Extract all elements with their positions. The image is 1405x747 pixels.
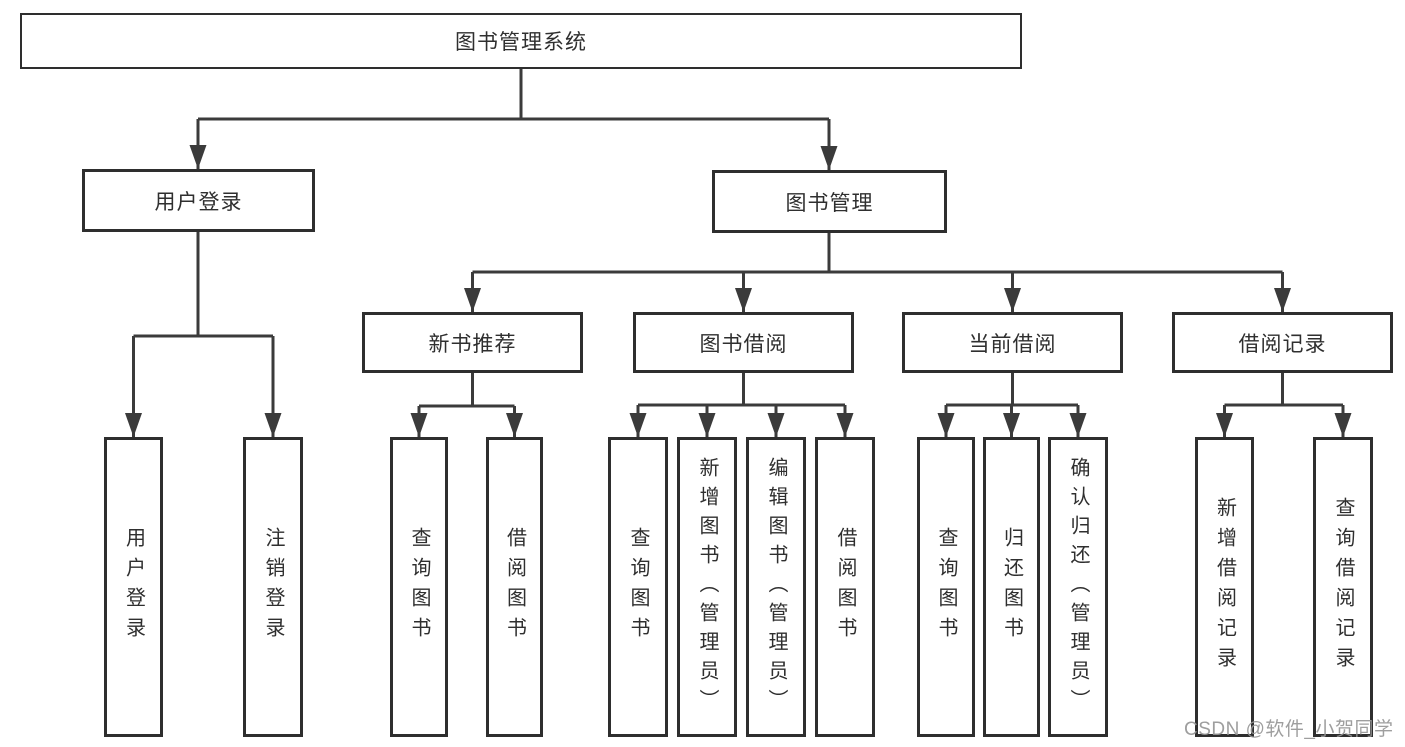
node-book-borrowing: 图书借阅 [633, 312, 854, 373]
arrowheads [125, 145, 1352, 437]
leaf-borrow-books-recommend: 借阅图书 [486, 437, 543, 737]
node-current-borrowing: 当前借阅 [902, 312, 1123, 373]
node-borrowing-records: 借阅记录 [1172, 312, 1393, 373]
node-new-book-recommendation: 新书推荐 [362, 312, 583, 373]
leaf-label: 查询图书 [627, 527, 649, 647]
leaf-user-login: 用户登录 [104, 437, 163, 737]
node-user-login: 用户登录 [82, 169, 315, 232]
node-label: 借阅记录 [1238, 332, 1327, 356]
leaf-label: 归还图书 [1000, 527, 1023, 647]
leaf-query-books-borrowing: 查询图书 [608, 437, 668, 737]
leaf-label: 借阅图书 [503, 527, 526, 647]
leaf-borrow-books-borrowing: 借阅图书 [815, 437, 875, 737]
leaf-query-borrow-record: 查询借阅记录 [1313, 437, 1373, 737]
leaf-edit-book-admin: 编辑图书（管理员） [746, 437, 806, 737]
node-label: 图书借阅 [699, 332, 788, 356]
leaf-label: 确认归还（管理员） [1067, 456, 1089, 718]
leaf-add-borrow-record: 新增借阅记录 [1195, 437, 1254, 737]
node-library-management-system: 图书管理系统 [20, 13, 1022, 69]
csdn-watermark: CSDN @软件_小贺同学 [1184, 719, 1394, 740]
leaf-label: 新增借阅记录 [1213, 497, 1236, 677]
node-label: 新书推荐 [428, 332, 517, 356]
node-book-management: 图书管理 [712, 170, 947, 233]
leaf-query-books-current: 查询图书 [917, 437, 975, 737]
node-label: 图书管理系统 [455, 31, 587, 54]
tree-edges [132, 68, 1345, 437]
leaf-label: 查询借阅记录 [1332, 497, 1354, 677]
leaf-label: 用户登录 [122, 527, 145, 647]
node-label: 用户登录 [154, 190, 243, 214]
leaf-label: 查询图书 [408, 527, 430, 647]
leaf-return-book: 归还图书 [983, 437, 1040, 737]
node-label: 当前借阅 [968, 332, 1057, 356]
node-label: 图书管理 [785, 191, 874, 215]
leaf-logout: 注销登录 [243, 437, 303, 737]
leaf-label: 查询图书 [935, 527, 957, 647]
leaf-query-books-recommend: 查询图书 [390, 437, 448, 737]
leaf-label: 注销登录 [262, 527, 284, 647]
leaf-label: 借阅图书 [834, 527, 856, 647]
leaf-confirm-return-admin: 确认归还（管理员） [1048, 437, 1108, 737]
leaf-label: 新增图书（管理员） [696, 456, 718, 718]
leaf-label: 编辑图书（管理员） [765, 456, 787, 718]
leaf-add-book-admin: 新增图书（管理员） [677, 437, 737, 737]
